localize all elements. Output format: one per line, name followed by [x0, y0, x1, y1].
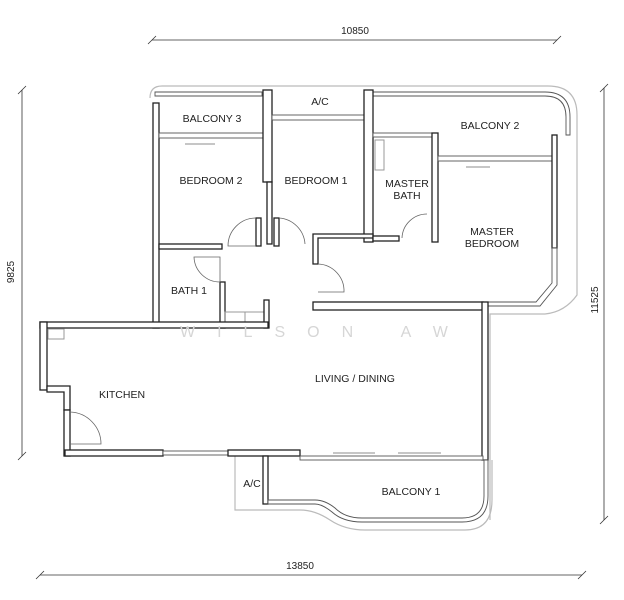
sliding-door-balcony-1 [299, 455, 484, 461]
wall-ac-bottom [262, 455, 269, 505]
label-ac-top: A/C [311, 96, 329, 108]
door-bath-1 [193, 256, 221, 283]
wall-bottom-kitchen [64, 449, 164, 457]
wall-bedroom1-masterbath [363, 89, 374, 243]
wall-left-bedroom2 [152, 102, 160, 329]
door-bedroom-2 [227, 217, 257, 247]
wall-kitchen-left [39, 321, 48, 391]
dimension-bottom-label: 13850 [286, 561, 314, 572]
wall-master-bath-bottom [372, 235, 400, 242]
label-master-bedroom-2: BEDROOM [465, 238, 519, 250]
kitchen-fixture [47, 328, 65, 340]
label-balcony-1: BALCONY 1 [382, 486, 441, 498]
dimension-bottom: 13850 [35, 561, 587, 580]
window-balcony-3 [158, 132, 264, 139]
window-ac-top [271, 114, 365, 121]
dimension-top: 10850 [147, 26, 562, 45]
wall-bath1-top [158, 243, 223, 250]
wall-living-right [481, 301, 489, 461]
dimension-top-label: 10850 [341, 26, 369, 37]
label-bedroom-2: BEDROOM 2 [179, 175, 242, 187]
wall-bedroom2-bedroom1 [262, 89, 273, 183]
bay-window-master-bedroom [486, 247, 558, 307]
door-kitchen [69, 411, 102, 445]
door-bedroom-1 [278, 217, 306, 245]
wall-bath1-right [219, 281, 226, 329]
master-bath-shower [374, 139, 385, 171]
dimension-left-label: 9825 [6, 260, 17, 283]
wall-master-bath-right [431, 132, 439, 243]
outer-ledge [149, 85, 578, 520]
window-kitchen [162, 450, 229, 456]
wall-bottom-mid [227, 449, 301, 457]
bath1-fixture [224, 311, 246, 323]
wall-bedroom1-stub [273, 217, 280, 247]
door-master-bath [401, 213, 428, 239]
window-master-bath [372, 132, 438, 138]
label-master-bedroom-1: MASTER [470, 226, 514, 238]
window-master-bedroom [437, 155, 554, 162]
bath1-fixture-2 [244, 311, 266, 323]
wall-master-bedroom-right [551, 134, 558, 249]
wall-living-top [312, 301, 484, 311]
wall-bedroom1-partition [266, 181, 273, 245]
dimension-right-label: 11525 [590, 286, 601, 314]
label-kitchen: KITCHEN [99, 389, 145, 401]
door-master-bedroom [317, 263, 345, 293]
watermark: WILSON AW [180, 324, 470, 341]
wall-bedroom2-stub [255, 217, 262, 247]
dimension-left: 9825 [6, 85, 27, 461]
label-bedroom-1: BEDROOM 1 [284, 175, 347, 187]
label-balcony-2: BALCONY 2 [461, 120, 520, 132]
label-ac-bottom: A/C [243, 478, 261, 490]
label-master-bath-1: MASTER [385, 178, 429, 190]
wall-kitchen-left-lower [63, 409, 71, 457]
balcony-1-parapet [267, 459, 489, 523]
label-balcony-3: BALCONY 3 [183, 113, 242, 125]
dimension-right: 11525 [590, 83, 609, 525]
top-parapet-right [372, 91, 571, 136]
top-parapet [154, 91, 263, 97]
label-bath-1: BATH 1 [171, 285, 207, 297]
label-master-bath-2: BATH [393, 190, 420, 202]
label-living-dining: LIVING / DINING [315, 373, 395, 385]
wall-kitchen-step [46, 385, 71, 411]
wall-bedroom1-bottom [312, 233, 374, 265]
balcony-1-ledge [234, 456, 493, 531]
